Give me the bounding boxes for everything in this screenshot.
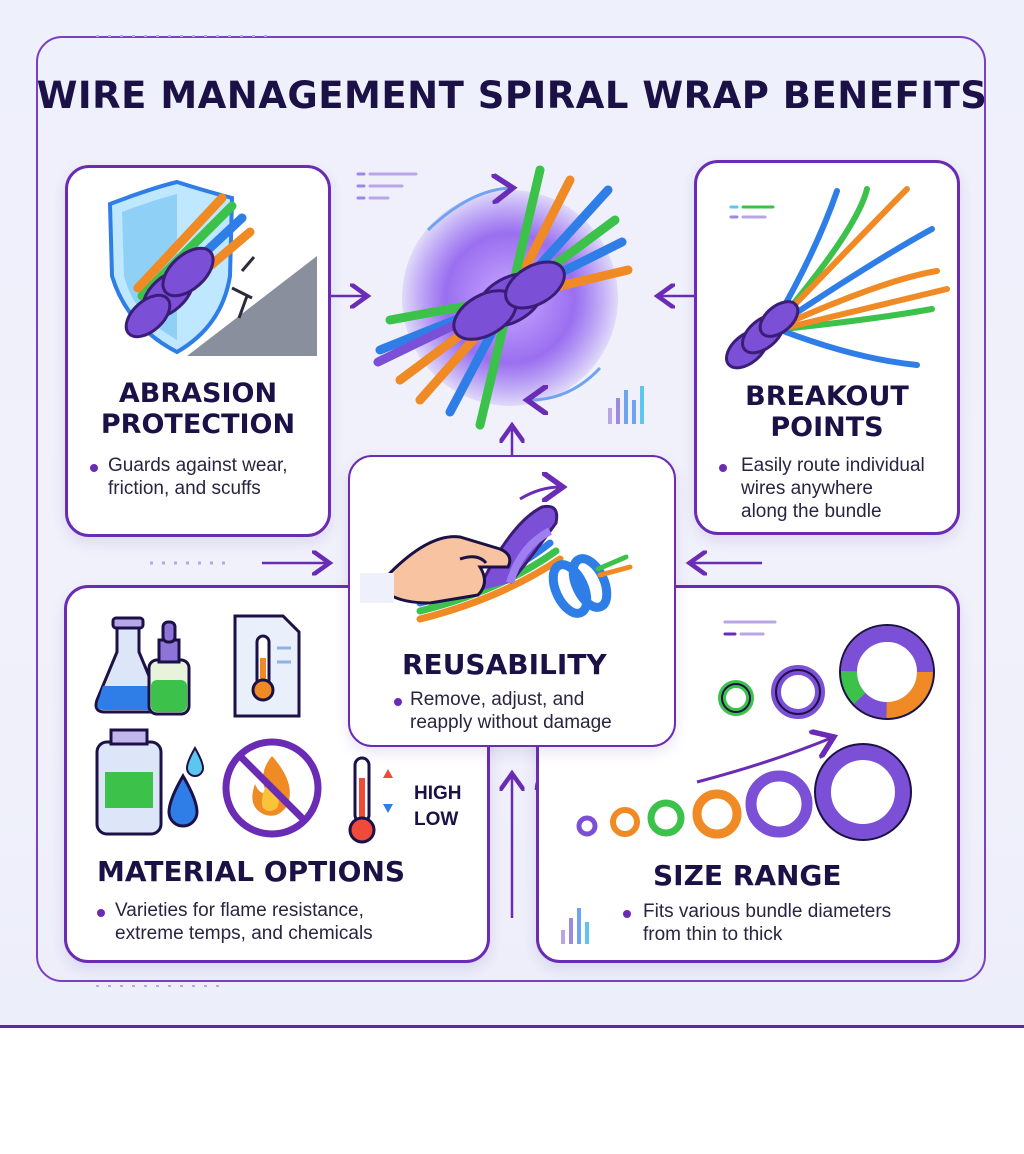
hand-icon <box>360 535 512 605</box>
ring-icon <box>576 620 935 841</box>
reusability-desc-line1: Remove, adjust, and <box>410 689 585 710</box>
size-title: SIZE RANGE <box>653 859 842 892</box>
shield-icon <box>107 179 317 356</box>
size-desc-line2: from thin to thick <box>643 923 783 945</box>
reusability-title: REUSABILITY <box>402 648 607 681</box>
wire-bundle-icon <box>356 165 644 430</box>
card-material-options: HIGH LOW MATERIAL OPTIONS Varieties for … <box>64 585 490 963</box>
card-breakout-points: BREAKOUT POINTS Easily route individual … <box>694 160 960 535</box>
breakout-desc-line3: along the bundle <box>741 500 882 522</box>
breakout-title-line2: POINTS <box>770 412 884 444</box>
abrasion-title-line1: ABRASION <box>118 378 278 409</box>
frame-decorations <box>96 35 270 987</box>
outer-frame <box>36 36 986 982</box>
bullet <box>90 464 98 472</box>
arrow-icon <box>519 487 560 499</box>
abrasion-desc-line2: friction, and scuffs <box>108 477 261 499</box>
abrasion-title-line2: PROTECTION <box>100 409 296 441</box>
material-desc-line2: extreme temps, and chemicals <box>115 922 373 944</box>
page-title: WIRE MANAGEMENT SPIRAL WRAP BENEFITS <box>36 74 988 117</box>
temp-low-label: LOW <box>414 809 459 830</box>
card-reusability: REUSABILITY Remove, adjust, and reapply … <box>348 455 676 747</box>
bullet <box>97 909 105 917</box>
material-title: MATERIAL OPTIONS <box>97 855 406 888</box>
breakout-title-line1: BREAKOUT <box>745 381 909 412</box>
bullet <box>394 698 402 706</box>
abrasion-desc-line1: Guards against wear, <box>108 455 288 476</box>
wire-bundle-icon <box>725 186 950 370</box>
dropper-bottle-icon <box>147 620 191 716</box>
flask-icon <box>94 616 162 714</box>
size-desc-line1: Fits various bundle diameters <box>643 901 892 922</box>
breakout-desc-line2: wires anywhere <box>741 477 873 499</box>
reusability-desc-line2: reapply without damage <box>410 711 612 733</box>
bar-chart-icon <box>561 908 589 944</box>
bar-chart-icon <box>608 386 644 424</box>
chemical-bottle-icon <box>95 728 163 836</box>
no-flame-icon <box>222 738 322 838</box>
infographic-poster: WIRE MANAGEMENT SPIRAL WRAP BENEFITS <box>0 0 1024 1028</box>
breakout-desc-line1: Easily route individual <box>741 455 925 476</box>
bullet <box>719 464 727 472</box>
card-abrasion-protection: ABRASION PROTECTION Guards against wear,… <box>65 165 331 537</box>
thermometer-icon <box>348 756 393 844</box>
drop-icon <box>167 745 205 828</box>
spiral-wrap-icon <box>416 504 633 623</box>
datasheet-thermometer-icon <box>233 614 301 718</box>
temp-high-label: HIGH <box>414 783 462 804</box>
bullet <box>623 910 631 918</box>
material-desc-line1: Varieties for flame resistance, <box>115 900 364 921</box>
